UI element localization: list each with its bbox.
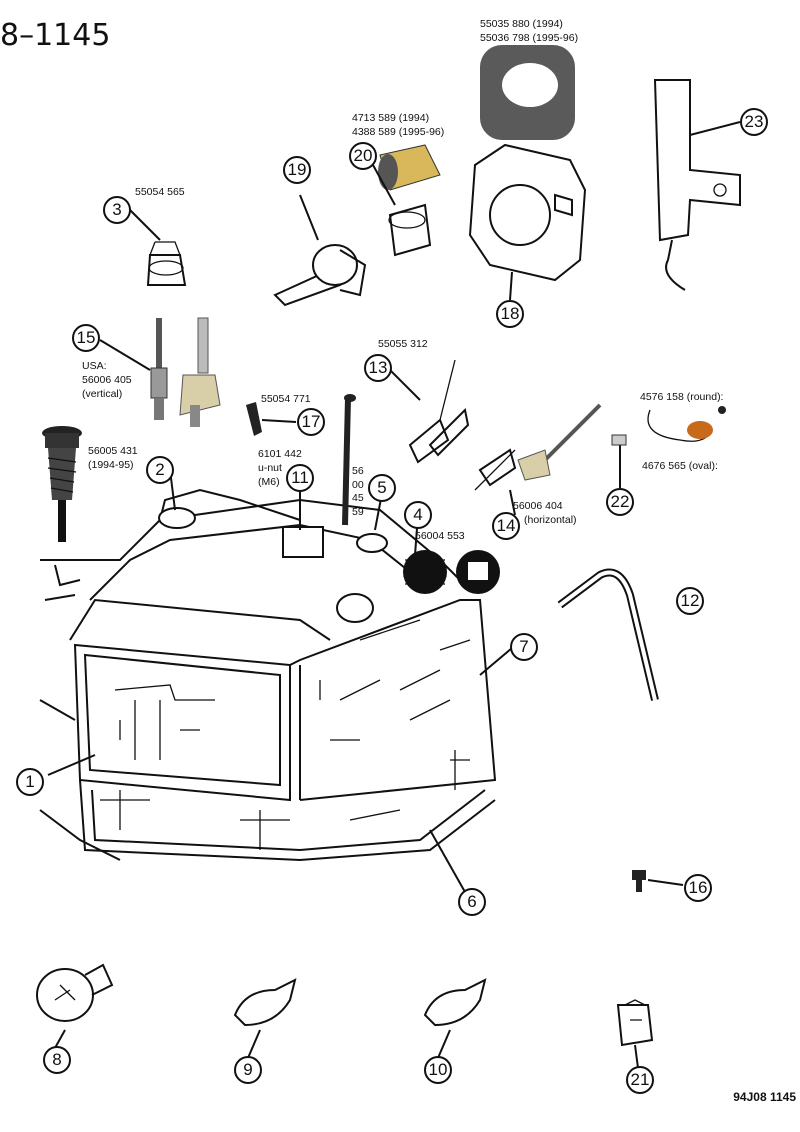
part-15-number: 56006 405 <box>82 374 132 386</box>
callout-16: 16 <box>684 874 712 902</box>
page-title: 8–1145 <box>0 18 111 53</box>
callout-5: 5 <box>368 474 396 502</box>
bulb-19 <box>273 194 367 307</box>
part-14-orientation: (horizontal) <box>524 514 577 526</box>
part-11-type: u-nut <box>258 462 282 474</box>
hose-12 <box>557 568 659 701</box>
headlamp-housing <box>39 488 497 862</box>
callout-8: 8 <box>43 1046 71 1074</box>
part-2-years: (1994-95) <box>88 459 134 471</box>
side-lamp-22 <box>611 406 726 446</box>
callout-15: 15 <box>72 324 100 352</box>
callout-10: 10 <box>424 1056 452 1084</box>
part-5-number-line: 56 <box>352 465 364 477</box>
callout-18: 18 <box>496 300 524 328</box>
callout-4: 4 <box>404 501 432 529</box>
part-20-number-1994: 4713 589 (1994) <box>352 112 430 124</box>
adjuster-13 <box>408 359 470 464</box>
adjuster-knob-4 <box>403 550 500 594</box>
nut-21 <box>616 999 654 1047</box>
bulb-9 <box>233 978 297 1027</box>
ring-20 <box>372 144 441 257</box>
callout-12: 12 <box>676 587 704 615</box>
callout-14: 14 <box>492 512 520 540</box>
bulb-10 <box>423 978 487 1027</box>
part-5-number-line: 45 <box>352 492 364 504</box>
bulb-8 <box>36 963 114 1022</box>
callout-1: 1 <box>16 768 44 796</box>
cover-18 <box>468 143 587 301</box>
part-18-number-1994: 55035 880 (1994) <box>480 18 563 30</box>
leader-lines <box>47 209 684 1069</box>
part-22-number-oval: 4676 565 (oval): <box>642 460 718 472</box>
callout-17: 17 <box>297 408 325 436</box>
callout-23: 23 <box>740 108 768 136</box>
part-11-number: 6101 442 <box>258 448 302 460</box>
part-2-number: 56005 431 <box>88 445 138 457</box>
screw-16 <box>632 870 646 892</box>
adjuster-screw-15 <box>150 317 221 427</box>
part-15-orientation: (vertical) <box>82 388 123 400</box>
callout-20: 20 <box>349 142 377 170</box>
adjuster-rod-5 <box>342 394 356 526</box>
gasket-18-dark <box>480 45 575 140</box>
callout-2: 2 <box>146 456 174 484</box>
clip-17 <box>246 402 262 436</box>
callout-6: 6 <box>458 888 486 916</box>
callout-19: 19 <box>283 156 311 184</box>
part-3-number: 55054 565 <box>135 186 185 198</box>
callout-9: 9 <box>234 1056 262 1084</box>
callout-11: 11 <box>286 464 314 492</box>
part-5-number-line: 00 <box>352 478 364 491</box>
callout-7: 7 <box>510 633 538 661</box>
part-4-number: 56004 553 <box>415 530 465 542</box>
callout-21: 21 <box>626 1066 654 1094</box>
part-14-number: 56006 404 <box>513 500 563 512</box>
socket-3 <box>146 241 187 286</box>
adjuster-14 <box>474 403 602 491</box>
part-13-number: 55055 312 <box>378 338 428 350</box>
part-5-number-line: 59 <box>352 505 364 518</box>
callout-22: 22 <box>606 488 634 516</box>
part-22-number-round: 4576 158 (round): <box>640 391 724 403</box>
part-18-number-1995-96: 55036 798 (1995-96) <box>480 32 579 44</box>
figure-code: 94J08 1145 <box>733 1090 796 1104</box>
part-20-number-1995-96: 4388 589 (1995-96) <box>352 126 445 138</box>
callout-3: 3 <box>103 196 131 224</box>
adjuster-gear-2 <box>42 426 82 542</box>
part-11-size: (M6) <box>258 476 280 488</box>
part-15-region: USA: <box>82 360 107 372</box>
part-17-number: 55054 771 <box>261 393 311 405</box>
callout-13: 13 <box>364 354 392 382</box>
part-5-number: 56 00 45 59 <box>352 465 364 519</box>
bracket-23 <box>653 79 741 291</box>
